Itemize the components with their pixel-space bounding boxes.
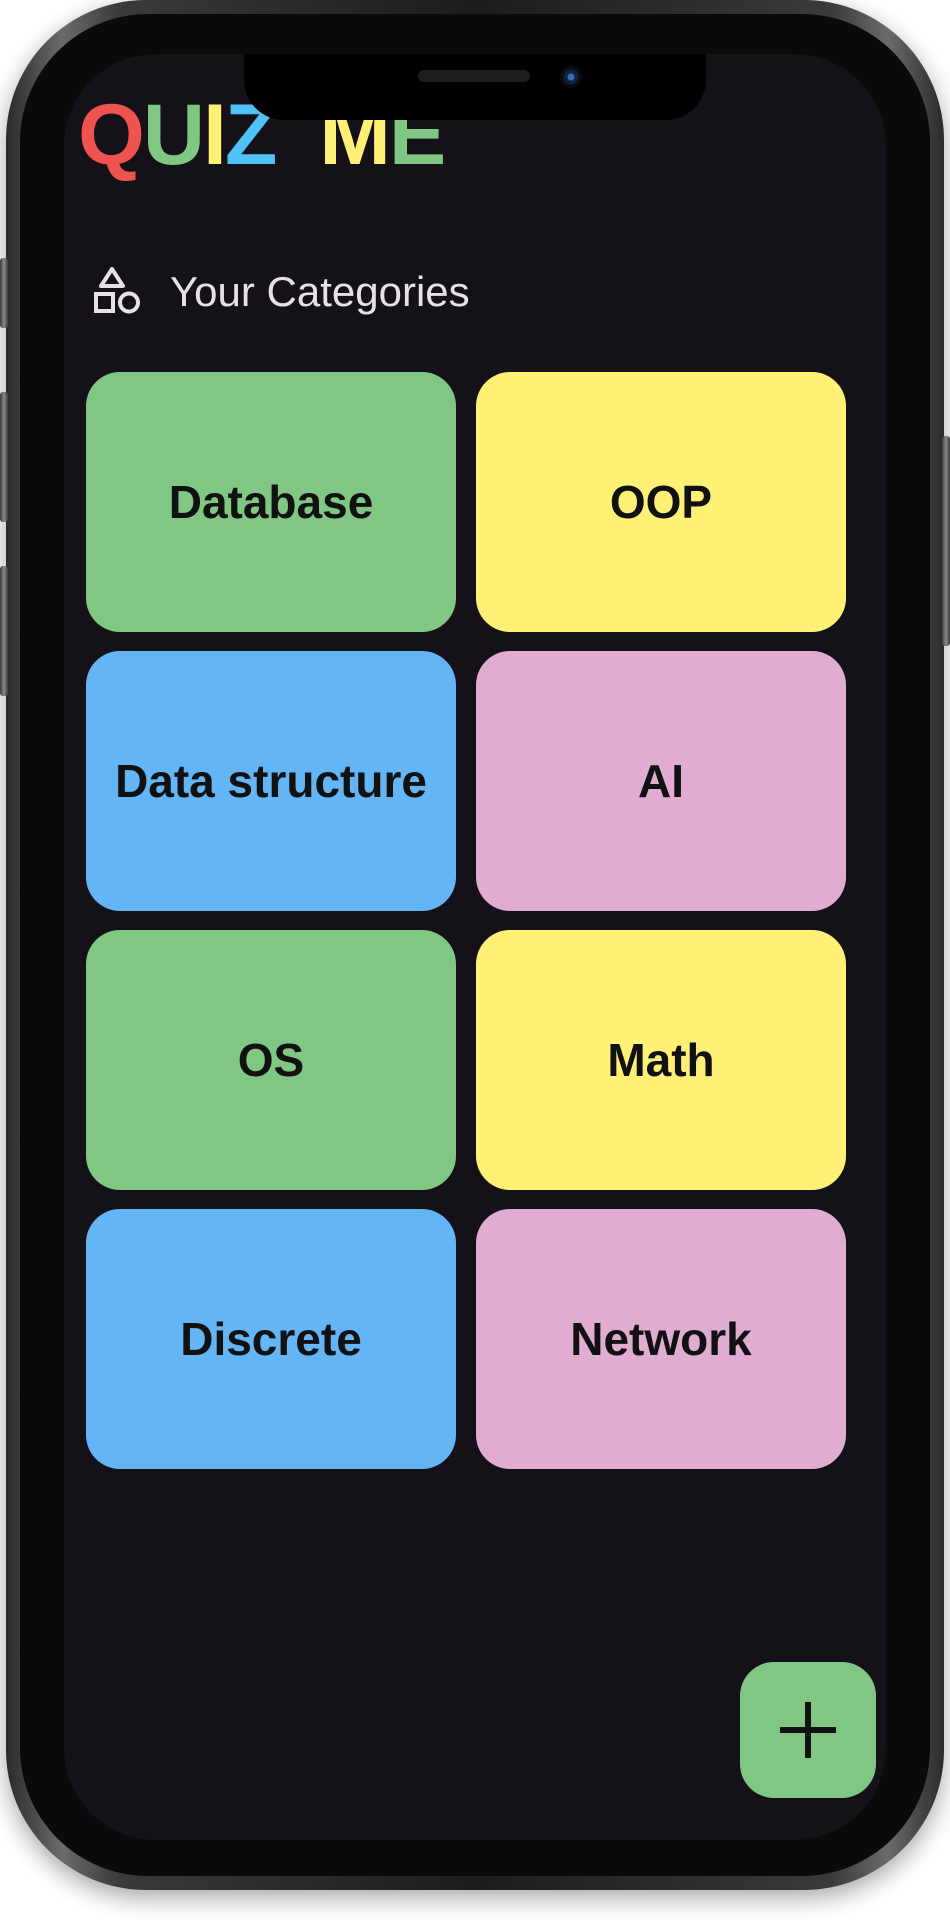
category-card-data-structure[interactable]: Data structure	[86, 651, 456, 911]
category-card-oop[interactable]: OOP	[476, 372, 846, 632]
logo-letter: Q	[78, 87, 145, 183]
volume-up-button	[0, 392, 8, 522]
category-card-ai[interactable]: AI	[476, 651, 846, 911]
category-label: Network	[570, 1313, 752, 1365]
category-card-network[interactable]: Network	[476, 1209, 846, 1469]
volume-down-button	[0, 566, 8, 696]
section-title: Your Categories	[170, 268, 470, 315]
category-label: OOP	[609, 476, 713, 528]
section-header: Your Categories	[92, 264, 470, 320]
earpiece-speaker	[418, 70, 530, 82]
category-label: Database	[168, 476, 374, 528]
category-label: AI	[638, 755, 684, 807]
category-label: Math	[607, 1034, 715, 1086]
category-label: Data structure	[115, 755, 427, 807]
device-notch	[244, 54, 706, 120]
front-camera	[560, 66, 582, 88]
category-card-discrete[interactable]: Discrete	[86, 1209, 456, 1469]
category-card-database[interactable]: Database	[86, 372, 456, 632]
logo-letter: I	[203, 87, 227, 183]
category-label: OS	[237, 1034, 305, 1086]
shapes-icon	[94, 267, 140, 314]
logo-letter: U	[142, 87, 205, 183]
category-label: Discrete	[180, 1313, 362, 1365]
category-card-math[interactable]: Math	[476, 930, 846, 1190]
category-card-os[interactable]: OS	[86, 930, 456, 1190]
power-button	[942, 436, 950, 646]
mute-switch	[0, 258, 8, 328]
plus-icon	[780, 1702, 836, 1758]
add-category-button[interactable]	[740, 1662, 876, 1798]
